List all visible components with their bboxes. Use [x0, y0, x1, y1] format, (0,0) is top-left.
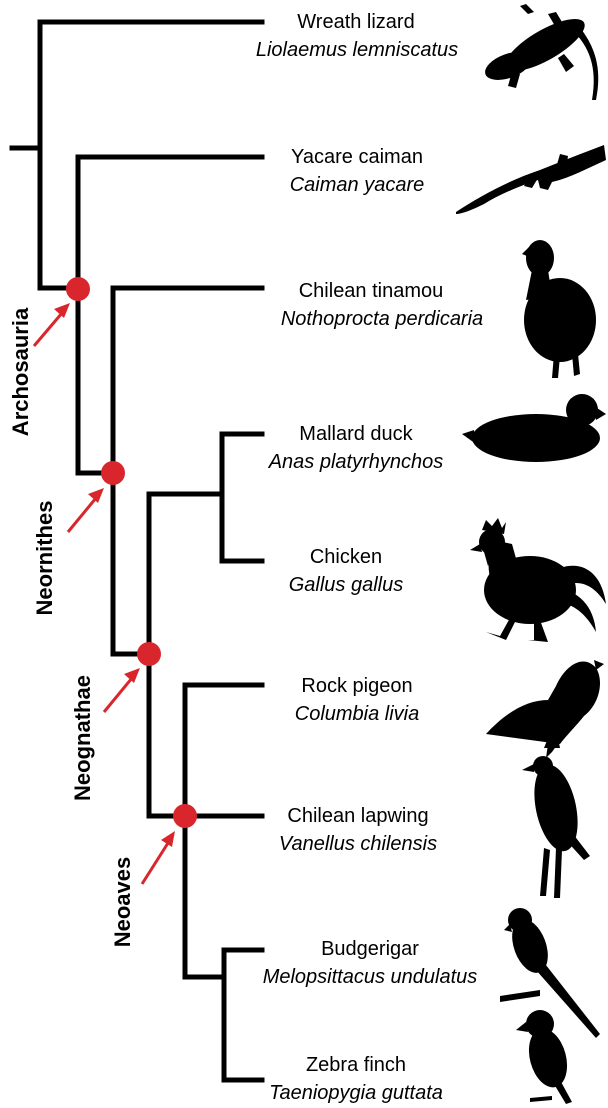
- clade-label-archosauria: Archosauria: [8, 307, 33, 436]
- taxon-common-name: Wreath lizard: [297, 11, 414, 33]
- node-marker-neoaves: [173, 804, 197, 828]
- rooster-icon: [470, 518, 606, 642]
- arrow-archosauria: [34, 303, 70, 346]
- taxon-scientific-name: Melopsittacus undulatus: [263, 966, 478, 988]
- taxon-common-name: Chilean tinamou: [299, 280, 444, 302]
- taxon-scientific-name: Gallus gallus: [289, 574, 404, 596]
- taxon-common-name: Rock pigeon: [301, 675, 412, 697]
- taxon-scientific-name: Nothoprocta perdicaria: [281, 308, 483, 330]
- arrow-neoaves: [142, 831, 175, 884]
- clade-label-neoaves: Neoaves: [110, 857, 135, 948]
- taxon-scientific-name: Caiman yacare: [290, 174, 425, 196]
- arrow-neornithes: [68, 488, 104, 532]
- caiman-icon: [456, 145, 606, 214]
- taxon-scientific-name: Anas platyrhynchos: [268, 451, 444, 473]
- taxon-common-name: Zebra finch: [306, 1054, 406, 1076]
- tinamou-icon: [522, 240, 596, 378]
- clade-label-neornithes: Neornithes: [32, 501, 57, 616]
- node-marker-neognathae: [137, 642, 161, 666]
- taxon-scientific-name: Vanellus chilensis: [279, 833, 437, 855]
- taxon-common-name: Chicken: [310, 546, 382, 568]
- node-marker-archosauria: [66, 277, 90, 301]
- taxon-common-name: Yacare caiman: [291, 146, 423, 168]
- taxon-scientific-name: Liolaemus lemniscatus: [256, 39, 458, 61]
- taxon-common-name: Mallard duck: [299, 423, 413, 445]
- taxon-labels: Wreath lizard Liolaemus lemniscatus Yaca…: [256, 11, 483, 1104]
- taxon-scientific-name: Columbia livia: [295, 703, 420, 725]
- taxon-common-name: Budgerigar: [321, 938, 419, 960]
- duck-icon: [462, 394, 606, 462]
- lapwing-icon: [522, 738, 590, 898]
- clade-label-neognathae: Neognathae: [70, 675, 95, 801]
- pigeon-icon: [486, 660, 604, 748]
- taxon-scientific-name: Taeniopygia guttata: [269, 1082, 443, 1104]
- node-marker-neornithes: [101, 461, 125, 485]
- taxon-common-name: Chilean lapwing: [287, 805, 428, 827]
- finch-icon: [516, 1010, 573, 1104]
- lizard-icon: [481, 4, 598, 100]
- arrow-neognathae: [104, 668, 140, 712]
